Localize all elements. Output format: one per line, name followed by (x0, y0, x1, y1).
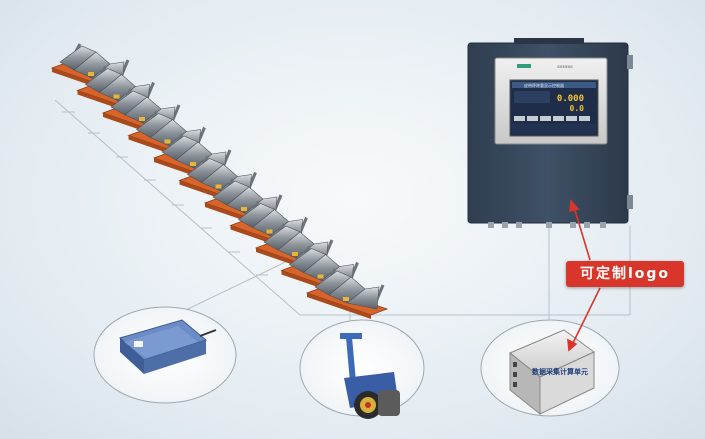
idler-unit (305, 268, 389, 319)
speed-sensor-icon (340, 333, 400, 419)
collector-label: 数据采集计算单元 (532, 367, 588, 376)
display-reading-secondary: 0.0 (570, 104, 585, 113)
brand-text: SIEMENS (557, 65, 573, 69)
control-cabinet: 皮带秤称重显示控制器 0.000 0.0 SIEMENS (467, 38, 633, 228)
display-header: 皮带秤称重显示控制器 (524, 82, 564, 88)
display-soft-keys (514, 116, 590, 121)
customizable-logo-callout: 可定制logo (566, 261, 684, 287)
conveyor-idler-array (50, 43, 389, 319)
brand-logo-bar (517, 64, 531, 68)
load-cell-sensor-icon (119, 319, 217, 374)
display-reading-primary: 0.000 (557, 94, 584, 104)
callout-arrows (567, 199, 601, 352)
